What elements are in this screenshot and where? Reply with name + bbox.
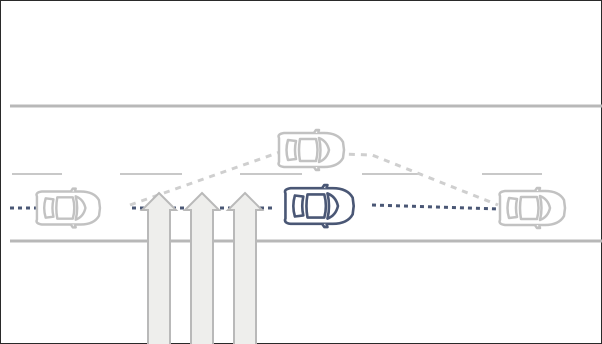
ego-path-front	[371, 203, 499, 211]
car-rear-left	[35, 187, 102, 229]
car-front-right	[498, 186, 567, 230]
crossing-arrow-2	[184, 192, 220, 344]
crossing-arrows	[141, 192, 263, 344]
crossing-arrow-1	[141, 192, 177, 344]
crossing-arrow-3	[227, 192, 263, 344]
car-lane-change	[277, 128, 346, 172]
car-ego	[283, 183, 356, 229]
